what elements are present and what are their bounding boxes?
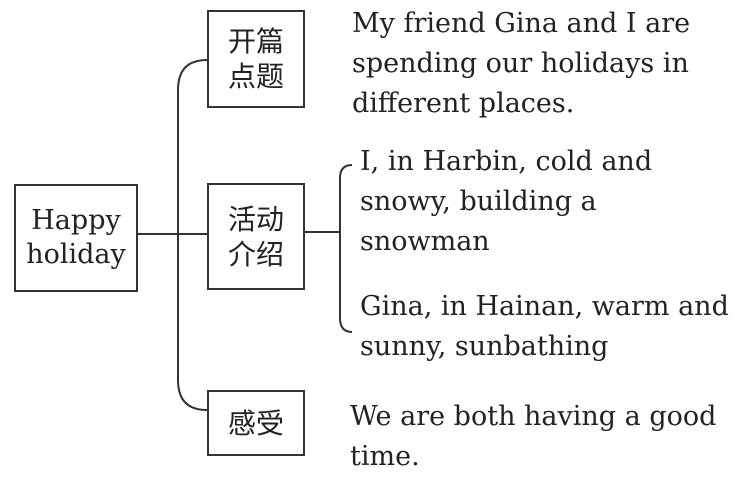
category-label: 活动 bbox=[227, 202, 284, 236]
root-line-2: holiday bbox=[26, 239, 126, 270]
category-feeling: 感受 bbox=[207, 390, 305, 456]
category-label: 介绍 bbox=[227, 237, 284, 271]
category-label: 感受 bbox=[227, 406, 284, 440]
activity-text-1: I, in Harbin, cold and snowy, building a… bbox=[360, 146, 653, 257]
category-label: 点题 bbox=[227, 60, 284, 93]
category-activity: 活动 介绍 bbox=[207, 183, 305, 290]
opening-text: My friend Gina and I are spending our ho… bbox=[352, 8, 691, 119]
root-line-1: Happy bbox=[31, 205, 121, 237]
feeling-text: We are both having a good time. bbox=[350, 401, 717, 472]
category-opening: 开篇 点题 bbox=[207, 10, 305, 108]
category-label: 开篇 bbox=[227, 25, 284, 58]
connector-bracket bbox=[339, 164, 353, 333]
root-node: Happy holiday bbox=[14, 184, 138, 292]
activity-text-2: Gina, in Hainan, warm and sunny, sunbath… bbox=[360, 291, 729, 362]
